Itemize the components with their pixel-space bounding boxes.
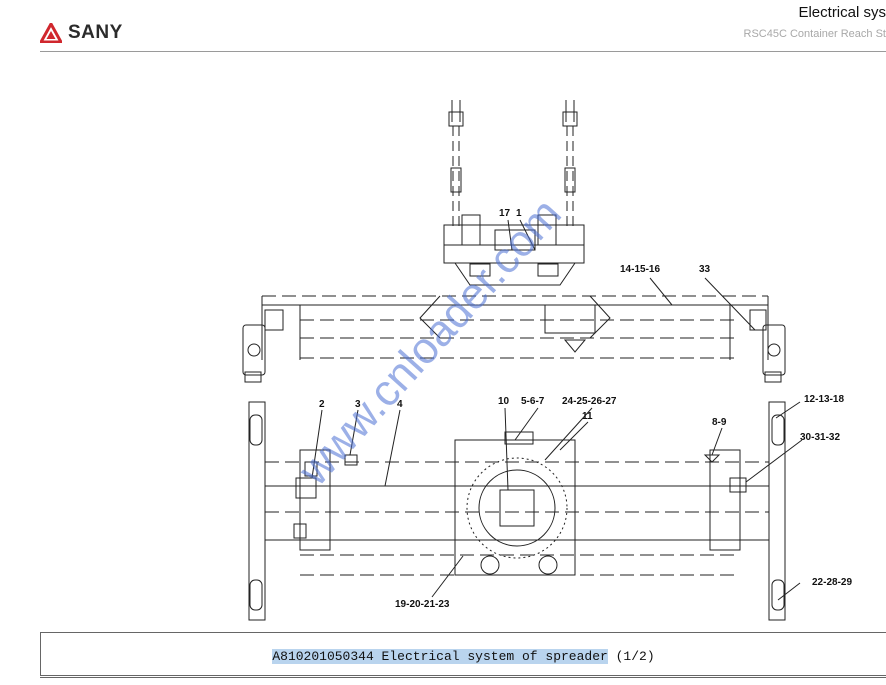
plan-view [248,401,803,621]
brand-name: SANY [68,22,123,43]
sany-logo-icon [40,23,62,43]
callout-label: 14-15-16 [620,264,660,275]
callout-label: 19-20-21-23 [395,599,450,610]
callout-label: 17 [499,208,511,219]
document-subtitle: RSC45C Container Reach St [743,28,886,40]
callout-label: 4 [397,399,403,410]
callout-label: 33 [699,264,711,275]
callout-label: 3 [355,399,361,410]
callout-label: 24-25-26-27 [562,396,617,407]
document-title: Electrical sys [798,4,886,21]
callout-label: 22-28-29 [812,577,852,588]
figure-caption: A810201050344 Electrical system of sprea… [41,649,886,664]
brand-logo: SANY [40,22,123,44]
callout-label: 10 [498,396,510,407]
page-header: SANY Electrical sys RSC45C Container Rea… [0,0,886,54]
callout-labels: 17 1 14-15-16 33 2 3 4 10 5-6-7 24-25-26… [319,208,852,610]
footer-divider [40,677,886,678]
callout-label: 11 [582,411,593,422]
callout-label: 30-31-32 [800,432,840,443]
watermark: www.cnloader.com [288,189,571,495]
caption-space [608,649,616,664]
callout-label: 5-6-7 [521,396,545,407]
side-view [242,100,786,383]
callout-label: 2 [319,399,325,410]
caption-page: (1/2) [615,649,655,664]
header-divider [40,51,886,52]
caption-title: A810201050344 Electrical system of sprea… [272,649,608,664]
callout-label: 8-9 [712,417,727,428]
caption-box: A810201050344 Electrical system of sprea… [40,632,886,676]
callout-label: 1 [516,208,522,219]
callout-label: 12-13-18 [804,394,844,405]
